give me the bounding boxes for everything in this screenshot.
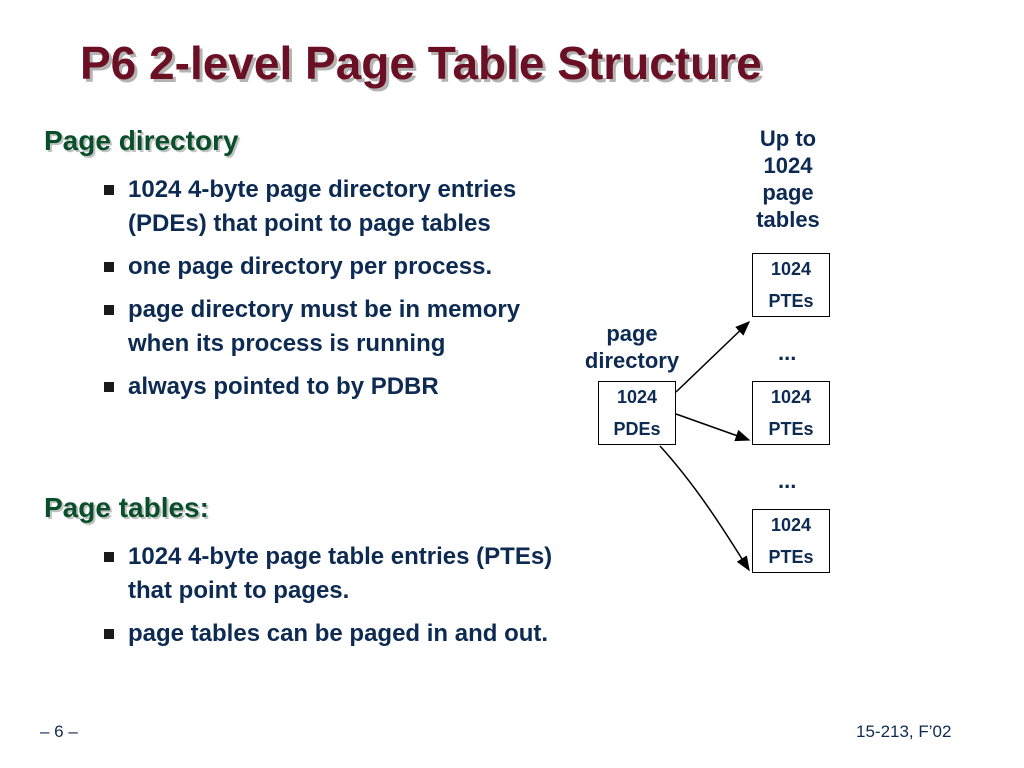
ellipsis: ... — [778, 468, 797, 493]
bullet-list-page-directory: 1024 4-byte page directory entries (PDEs… — [104, 173, 574, 413]
page-table-box: 1024 PTEs — [752, 381, 830, 445]
page-tables-count-label: Up to 1024 page tables — [756, 126, 820, 232]
section-heading-page-directory: Page directory — [44, 125, 239, 156]
bullet-item: page tables can be paged in and out. — [104, 617, 574, 651]
arrow-to-last-page-table — [659, 445, 750, 572]
square-bullet-icon — [104, 305, 114, 315]
section-heading-page-tables: Page tables: — [44, 492, 209, 523]
page-table-box: 1024 PTEs — [752, 253, 830, 317]
bullet-item: one page directory per process. — [104, 250, 574, 284]
bullet-list-page-tables: 1024 4-byte page table entries (PTEs) th… — [104, 540, 574, 660]
page-directory-box: 1024 PDEs — [598, 381, 676, 445]
bullet-item: 1024 4-byte page table entries (PTEs) th… — [104, 540, 574, 608]
square-bullet-icon — [104, 262, 114, 272]
page-directory-label: page directory — [584, 321, 680, 373]
course-label: 15-213, F’02 — [856, 722, 952, 741]
bullet-item: 1024 4-byte page directory entries (PDEs… — [104, 173, 574, 241]
page-number: – 6 – — [40, 722, 78, 741]
bullet-item: always pointed to by PDBR — [104, 370, 574, 404]
square-bullet-icon — [104, 382, 114, 392]
page-table-box: 1024 PTEs — [752, 509, 830, 573]
arrow-to-middle-page-table — [675, 413, 751, 442]
square-bullet-icon — [104, 552, 114, 562]
ellipsis: ... — [778, 340, 797, 365]
square-bullet-icon — [104, 629, 114, 639]
slide-title: P6 2-level Page Table Structure — [80, 37, 762, 89]
square-bullet-icon — [104, 185, 114, 195]
bullet-item: page directory must be in memory when it… — [104, 293, 574, 361]
